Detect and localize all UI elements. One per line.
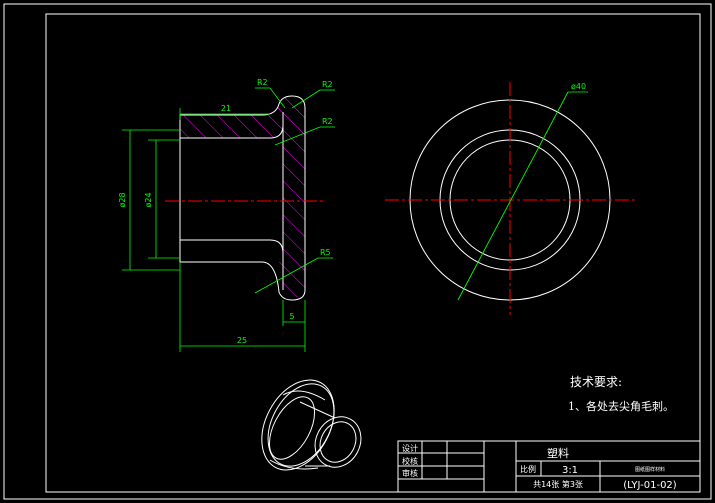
tech-requirements-title: 技术要求:	[570, 375, 622, 389]
radius-label-2: R2	[322, 80, 333, 89]
hatch-lower-wall	[180, 240, 305, 300]
dim-flange-diameter: ø40	[571, 82, 586, 91]
tech-requirement-item-1: 1、各处去尖角毛刺。	[568, 399, 674, 413]
isometric-view	[261, 379, 362, 471]
title-block-drawing-number: (LYJ-01-02)	[623, 480, 677, 491]
inner-frame	[45, 13, 701, 493]
title-block-designed: 设计	[402, 443, 418, 453]
end-view: ø40	[385, 82, 635, 315]
diameter-leader	[457, 91, 569, 301]
inner-fillet-bottom	[269, 239, 284, 254]
radius-label-4: R5	[320, 248, 331, 257]
title-block-checked: 校核	[402, 456, 418, 466]
section-outline	[179, 95, 306, 301]
outer-frame	[3, 3, 712, 500]
dim-outer-diameter: ø28	[118, 192, 127, 207]
title-block-note: 图纸图样材料	[635, 466, 665, 473]
dim-inner-diameter: ø24	[144, 192, 153, 207]
title-block	[397, 440, 701, 493]
hatch-upper-wall	[180, 95, 305, 160]
title-block-material: 塑料	[547, 446, 569, 460]
dim-length-21: 21	[221, 104, 231, 113]
section-view: 21 ø28 ø24 R2 R2 R2 R5 5 25	[118, 78, 335, 352]
radius-label-3: R2	[322, 117, 333, 126]
radius-label-1: R2	[257, 78, 268, 87]
title-block-scale-label: 比例	[520, 464, 536, 474]
dim-flange-thickness: 5	[289, 312, 294, 321]
title-block-scale-value: 3:1	[562, 465, 578, 476]
title-block-approved: 审核	[402, 468, 418, 478]
dim-total-length: 25	[237, 336, 247, 345]
title-block-sheets: 共14张 第3张	[533, 479, 583, 489]
